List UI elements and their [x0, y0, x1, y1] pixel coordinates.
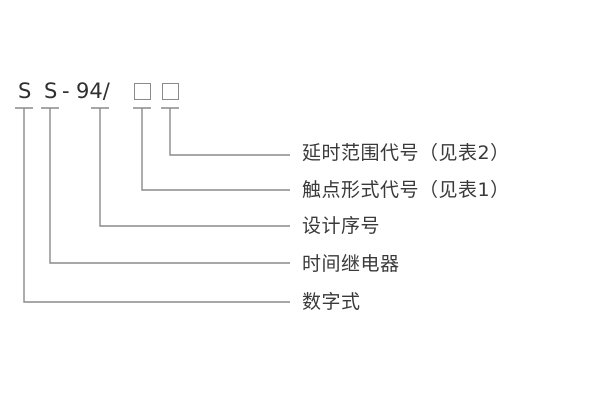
callout-label-digital-type: 数字式	[302, 291, 361, 313]
callout-label-delay-range-code: 延时范围代号（见表2）	[302, 142, 510, 164]
model-code-row: S S - 94/	[0, 78, 300, 108]
code-token-s1: S	[18, 79, 32, 103]
code-placeholder-box-1	[134, 83, 151, 100]
code-token-dash: -	[62, 79, 70, 103]
callout-label-contact-form-code: 触点形式代号（见表1）	[302, 179, 510, 201]
code-token-s2: S	[44, 79, 58, 103]
callout-label-time-relay: 时间继电器	[302, 253, 400, 275]
callout-label-design-serial-number: 设计序号	[302, 215, 381, 237]
leader-polyline-group	[23, 108, 290, 303]
code-token-94slash: 94/	[76, 79, 110, 103]
code-placeholder-box-2	[162, 83, 179, 100]
